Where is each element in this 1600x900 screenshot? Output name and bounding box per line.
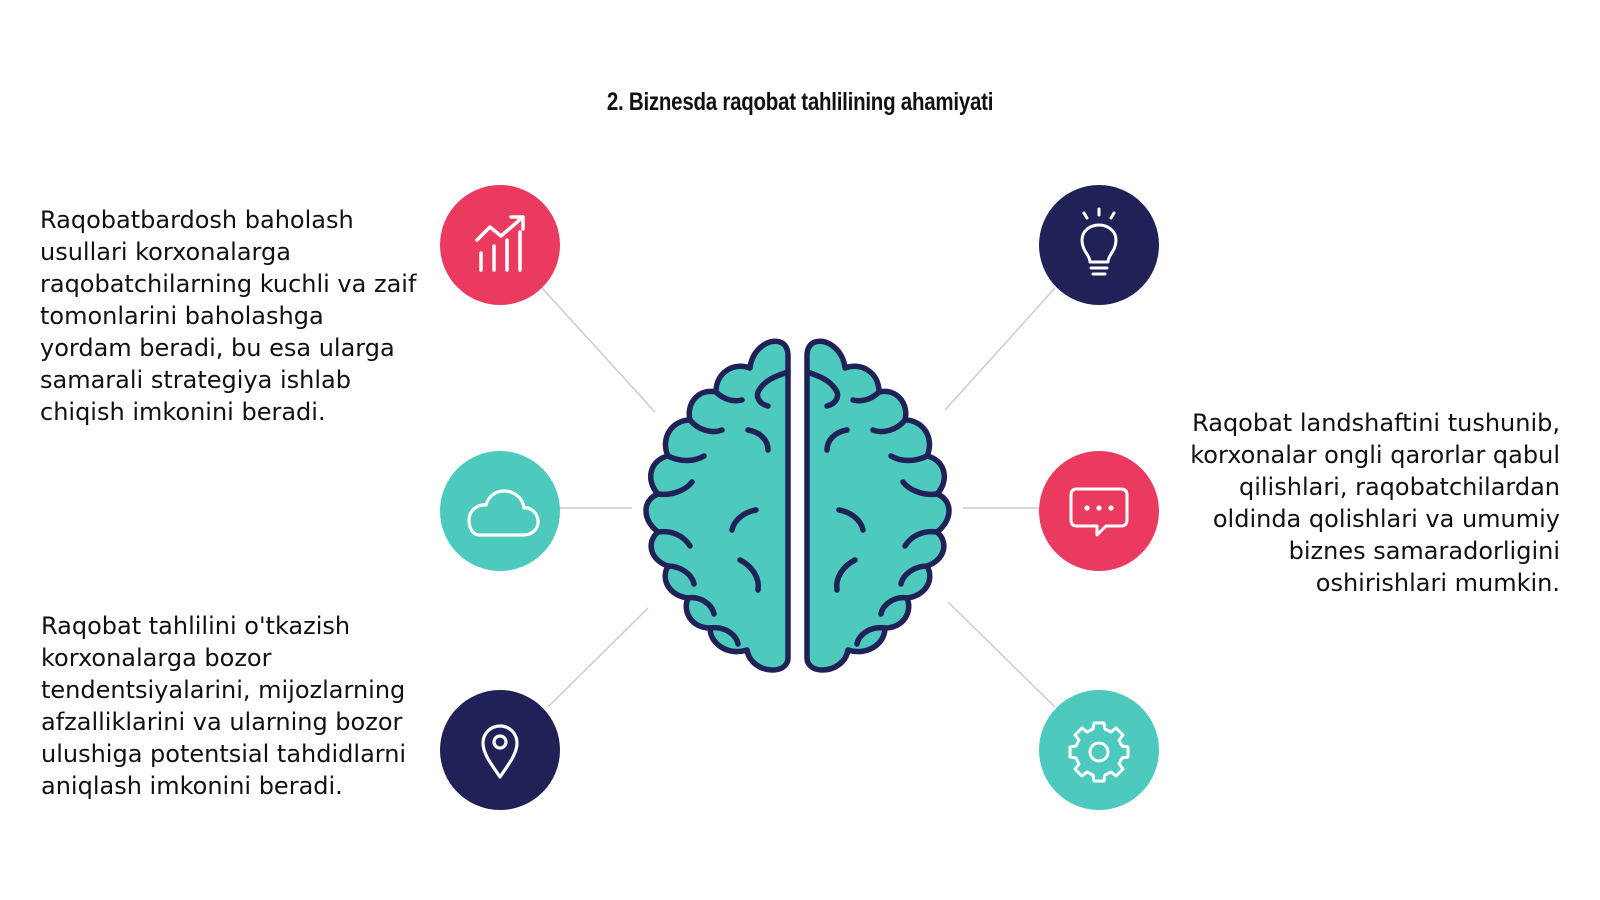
connector-line	[944, 287, 1056, 411]
node-circle	[440, 185, 560, 305]
paragraph-right: Raqobat landshaftini tushunib, korxonala…	[1190, 409, 1560, 597]
connector-lines	[541, 287, 1056, 708]
node-circle	[1039, 451, 1159, 571]
lightbulb-icon	[1080, 207, 1118, 276]
node-chat	[1039, 451, 1159, 571]
connector-line	[947, 601, 1056, 708]
node-settings	[1039, 690, 1159, 810]
paragraph-left-bottom: Raqobat tahlilini o'tkazish korxonalarga…	[41, 612, 407, 800]
node-cloud	[440, 451, 560, 571]
brain-left-hemisphere	[643, 338, 791, 673]
node-idea	[1039, 185, 1159, 305]
paragraph-left-top: Raqobatbardosh baholash usullari korxona…	[40, 206, 417, 426]
cloud-icon	[467, 489, 540, 537]
brain-right-folds	[804, 369, 940, 647]
growth-chart-icon	[475, 215, 525, 272]
connector-line	[547, 607, 649, 708]
speech-bubble-icon	[1069, 487, 1129, 537]
node-growth	[440, 185, 560, 305]
connector-line	[541, 287, 656, 413]
gear-icon	[1068, 721, 1130, 783]
node-circle	[440, 690, 560, 810]
node-circle	[1039, 185, 1159, 305]
slide-title: 2. Biznesda raqobat tahlilining ahamiyat…	[606, 88, 994, 116]
location-pin-icon	[481, 724, 519, 779]
node-location	[440, 690, 560, 810]
node-circle	[440, 451, 560, 571]
brain-right-hemisphere	[804, 338, 952, 673]
node-circle	[1039, 690, 1159, 810]
brain-left-folds	[655, 369, 791, 647]
brain-icon	[643, 338, 952, 673]
